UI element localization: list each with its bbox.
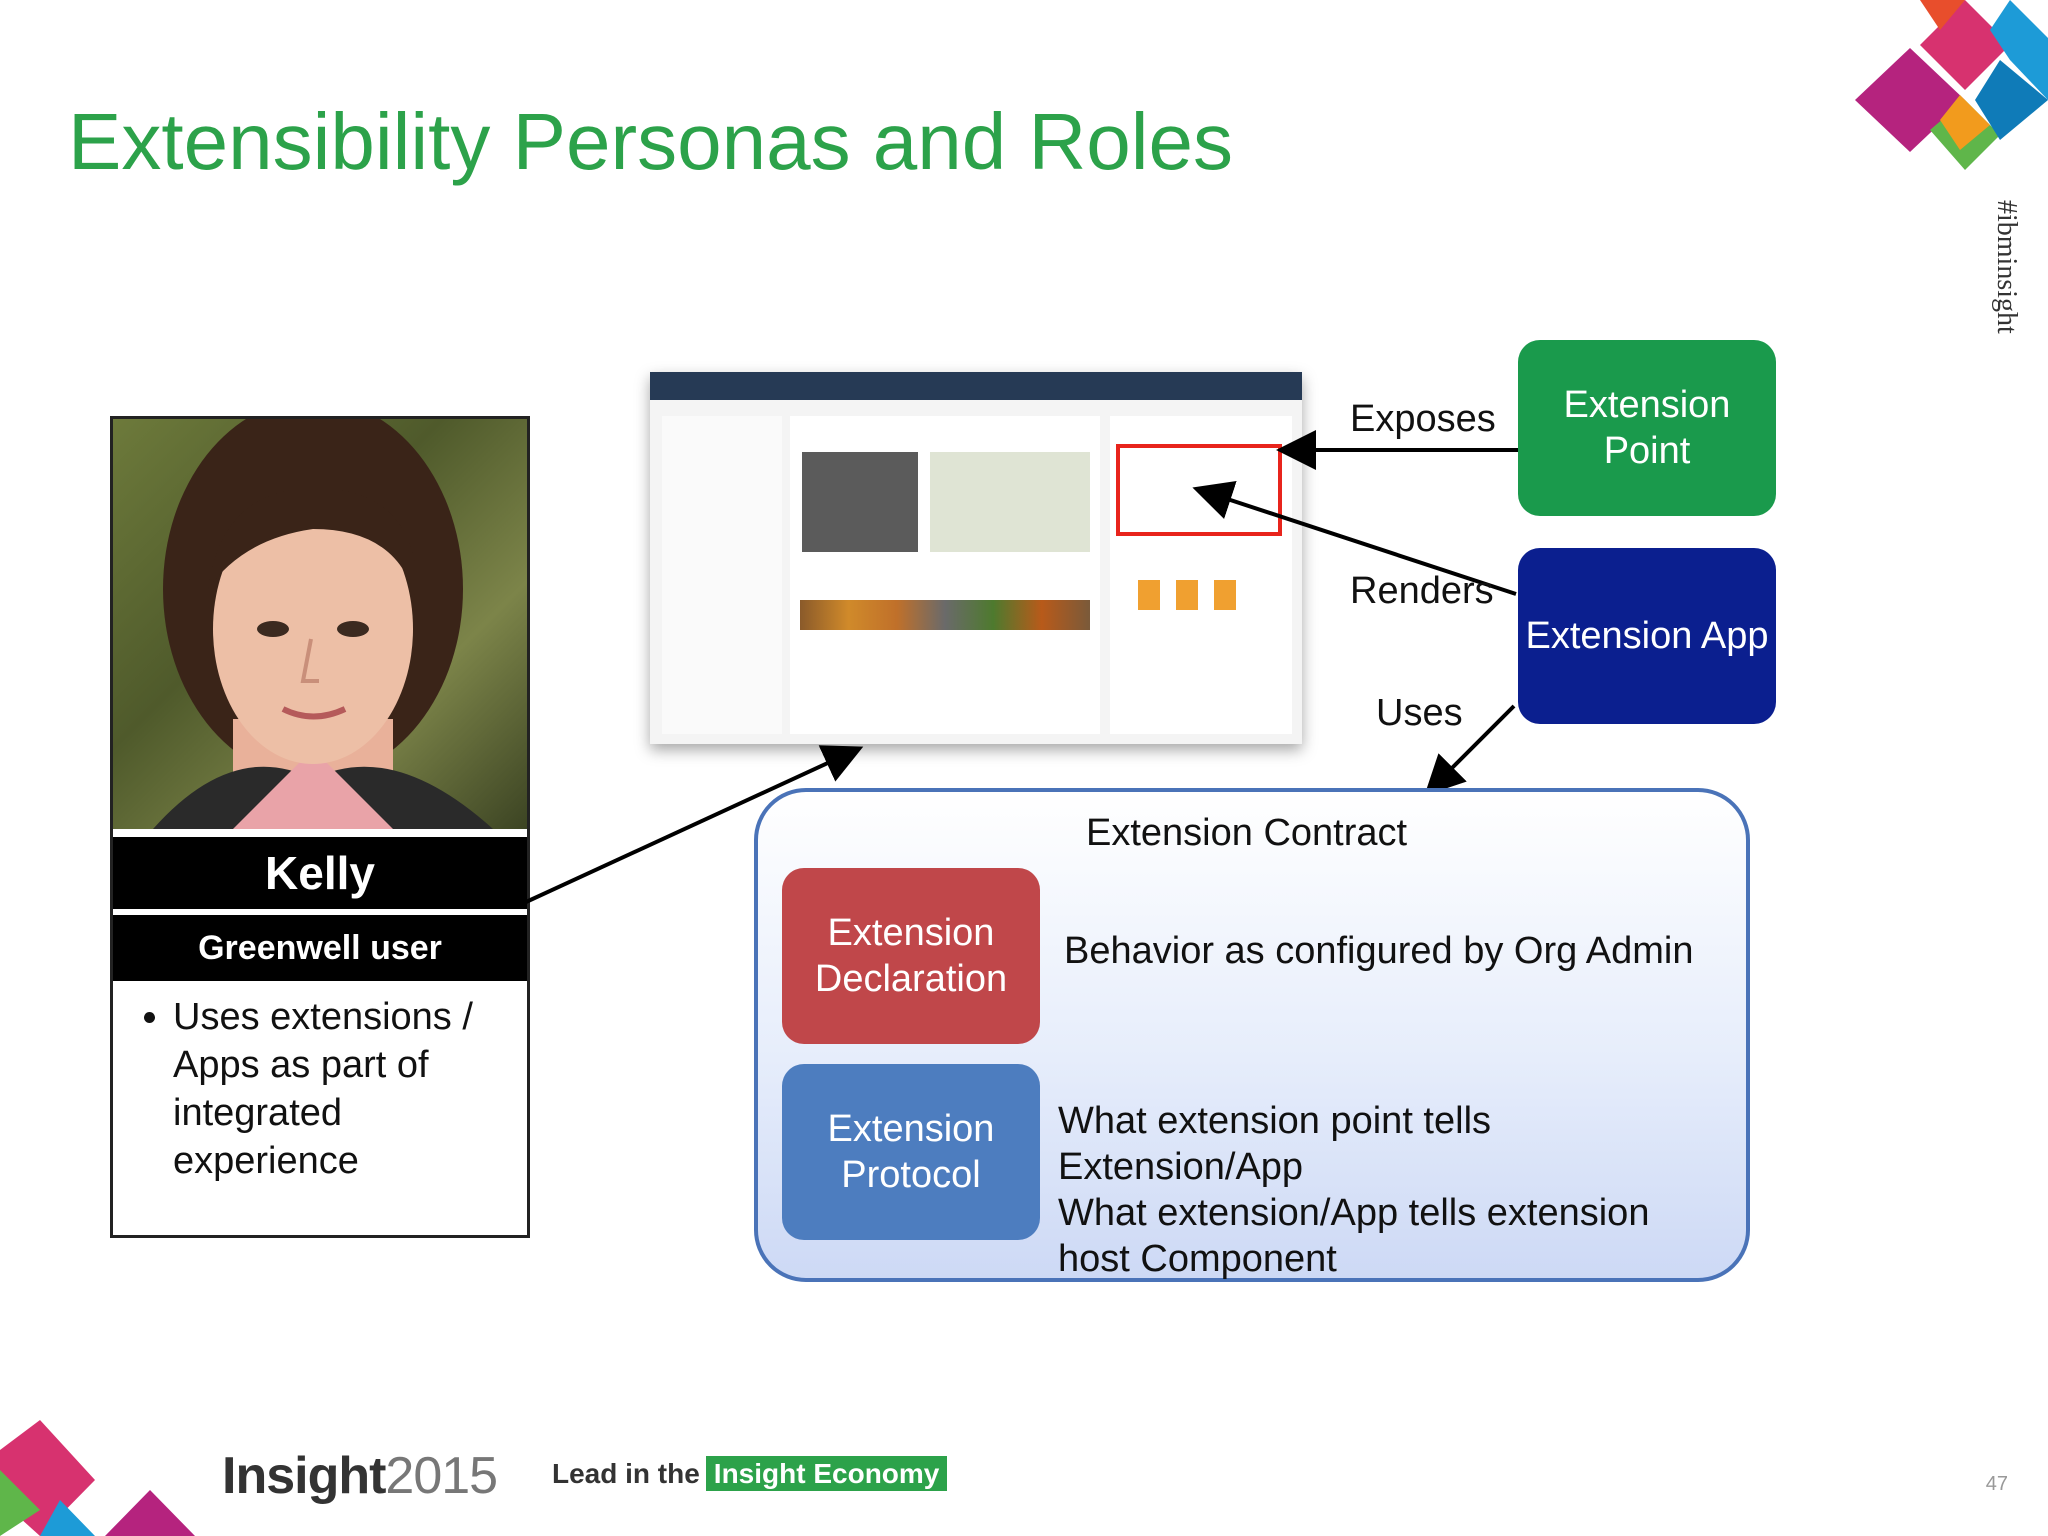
extension-app-box: Extension App (1518, 548, 1776, 724)
persona-bullet-item: Uses extensions / Apps as part of integr… (173, 993, 519, 1185)
screenshot-hero-image (802, 452, 918, 552)
extension-point-highlight (1116, 444, 1282, 536)
protocol-line: What extension point tells (1058, 1100, 1492, 1142)
tagline-highlight: Insight Economy (705, 1456, 948, 1491)
logo-word: Insight (222, 1447, 386, 1505)
renders-label: Renders (1350, 570, 1494, 612)
persona-role: Greenwell user (113, 915, 527, 981)
corner-decoration-bottom-left (0, 1420, 195, 1536)
screenshot-hero-image-2 (930, 452, 1090, 552)
persona-photo (113, 419, 527, 829)
persona-arrow (525, 745, 864, 904)
persona-bullets: Uses extensions / Apps as part of integr… (129, 993, 519, 1185)
exposes-label: Exposes (1350, 398, 1496, 440)
screenshot-sidebar (662, 416, 782, 734)
protocol-description: What extension point tells Extension/App… (1058, 1098, 1649, 1282)
screenshot-document-icons (1138, 580, 1248, 610)
insight-logo: Insight2015 (222, 1446, 498, 1506)
declaration-description: Behavior as configured by Org Admin (1064, 930, 1694, 972)
extension-protocol-box: Extension Protocol (782, 1064, 1040, 1240)
persona-card: Kelly Greenwell user Uses extensions / A… (110, 416, 530, 1238)
app-screenshot-thumbnail (650, 372, 1302, 744)
screenshot-right-pane (1110, 416, 1292, 734)
contract-title: Extension Contract (1086, 812, 1408, 854)
protocol-line: host Component (1058, 1238, 1337, 1280)
tagline-prefix: Lead in the (552, 1458, 700, 1489)
renders-arrow (1192, 481, 1517, 596)
persona-name: Kelly (113, 837, 527, 909)
extension-point-box: Extension Point (1518, 340, 1776, 516)
extension-declaration-box: Extension Declaration (782, 868, 1040, 1044)
slide-title: Extensibility Personas and Roles (68, 97, 1234, 186)
uses-label: Uses (1376, 692, 1463, 734)
corner-decoration-top-right (1855, 0, 2048, 170)
screenshot-navbar (650, 372, 1302, 400)
protocol-line: What extension/App tells extension (1058, 1192, 1650, 1234)
page-number: 47 (1985, 1473, 2008, 1495)
screenshot-photo-strip (800, 600, 1090, 630)
logo-year: 2015 (385, 1447, 498, 1505)
uses-arrow (1424, 704, 1516, 796)
protocol-line: Extension/App (1058, 1146, 1304, 1188)
persona-portrait-illustration (153, 419, 493, 829)
